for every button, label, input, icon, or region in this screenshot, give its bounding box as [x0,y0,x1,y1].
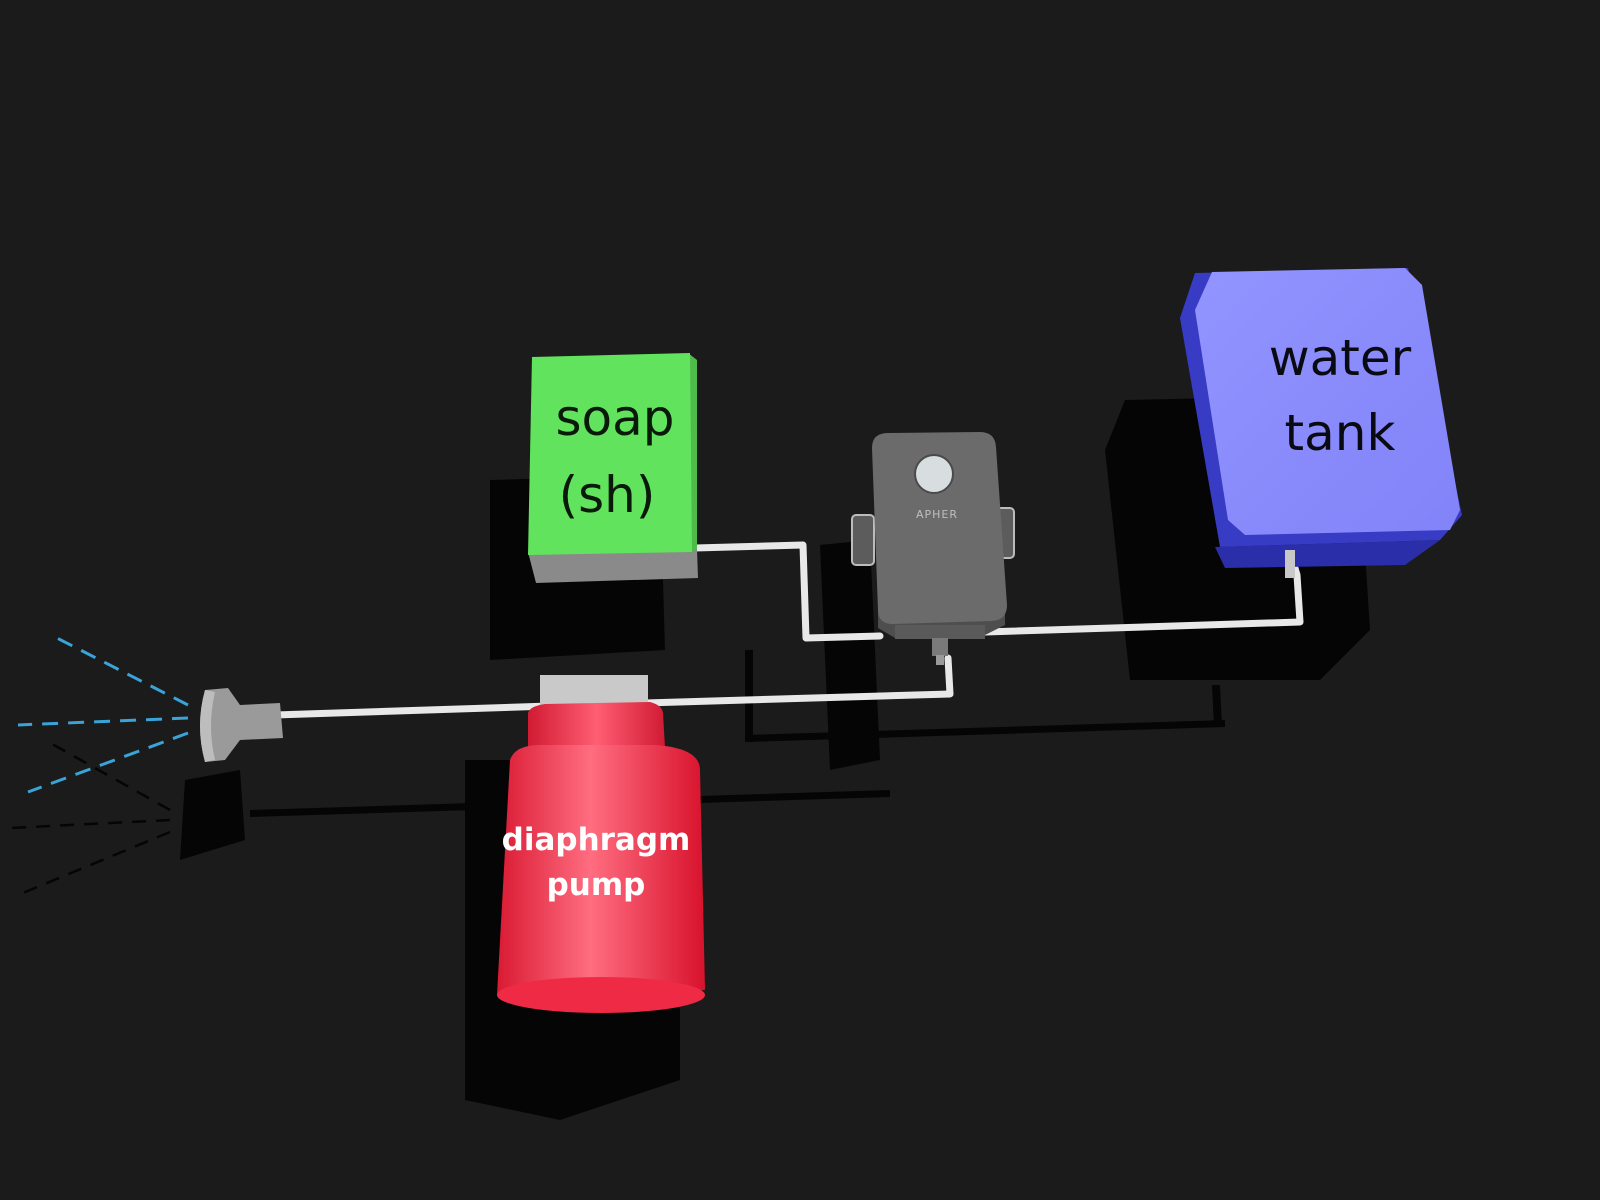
soap-container[interactable]: soap (sh) [528,353,698,583]
spray-shadow-3 [17,830,171,897]
soap-front [528,353,692,555]
controller-connector-tip [936,655,944,665]
controller-foot [895,625,985,639]
pump-label-line1: diaphragm [502,822,691,858]
pipe-shadow-3 [1212,685,1222,727]
water-tank-label-line2: tank [1285,404,1396,462]
pump-base [497,977,705,1013]
spray-line-3 [27,731,189,794]
diaphragm-pump[interactable]: diaphragm pump [497,675,705,1013]
pipe-shadow-2 [745,720,1225,742]
pump-body [497,745,705,995]
spray-nozzle[interactable] [200,688,283,762]
nozzle-shadow [180,770,245,860]
nozzle-line [271,702,554,719]
nozzle-body [200,688,283,762]
controller-left-tab [851,514,875,566]
controller[interactable]: APHER [851,432,1015,665]
controller-sensor-icon [914,454,954,494]
spray-line-2 [17,716,189,727]
soap-label-line2: (sh) [559,466,656,524]
shadows [180,395,1370,1120]
pump-head [540,675,648,707]
nozzle-tip [200,690,215,762]
pipe-shadow-4 [745,650,753,742]
water-tank-front [1195,268,1460,535]
water-tank-label-line1: water [1269,329,1412,387]
water-tank-outlet [1285,550,1295,578]
spray-shadow-2 [9,818,171,830]
soap-base [528,549,698,583]
spray-line-1 [54,635,189,707]
spray-shadow [9,738,171,897]
water-tank-bottom [1215,540,1440,568]
controller-connector [932,638,948,656]
controller-body [872,432,1007,624]
spray-shadow-1 [44,738,171,812]
water-tank[interactable]: water tank [1180,268,1462,578]
pump-outlet-line [641,654,954,707]
soap-line [691,541,884,642]
pump-neck [528,702,665,750]
controller-shadow [820,540,880,770]
controller-brand: APHER [916,508,958,521]
spray-pattern [17,635,189,794]
soap-label-line1: soap [555,389,674,447]
pump-label-line2: pump [547,867,646,903]
